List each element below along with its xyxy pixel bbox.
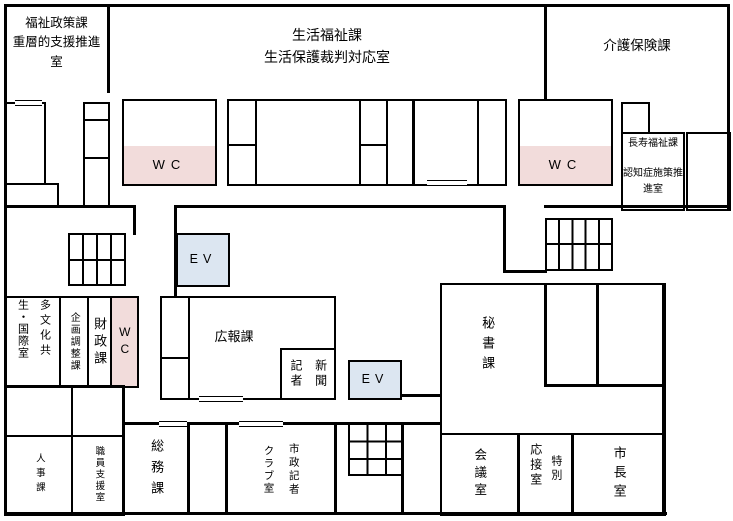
staircase-bottom xyxy=(348,423,404,476)
room-choju-fukushi xyxy=(621,132,685,211)
room-fukushi-seisaku-label: 福祉政策課 重層的支援推進室 xyxy=(12,16,101,69)
wall xyxy=(544,285,547,386)
wall xyxy=(477,101,479,184)
room-seikatsu-fukushi-label: 生活福祉課 生活保護裁判対応室 xyxy=(264,27,390,66)
wall xyxy=(334,425,337,515)
wall xyxy=(188,298,190,398)
small-room xyxy=(4,183,59,208)
wall xyxy=(225,425,228,515)
wall xyxy=(229,144,255,146)
room-kikaku-chosei: 企画調整課 xyxy=(68,312,80,372)
wall xyxy=(59,298,61,386)
room-hisho-label: 秘書課 xyxy=(480,316,496,376)
room-kaigi: 会議室 xyxy=(472,448,487,501)
wall xyxy=(361,144,386,146)
room-shisei-kisha-club: 市政記者 クラブ室 xyxy=(262,443,300,497)
wall xyxy=(85,119,108,121)
wall xyxy=(87,298,89,386)
wall xyxy=(544,384,664,387)
wall xyxy=(596,285,599,386)
elevator-lower: EV xyxy=(348,360,402,400)
wall xyxy=(544,7,547,99)
door xyxy=(159,421,187,427)
door xyxy=(427,180,467,186)
wc-label: WC xyxy=(548,156,583,172)
wall xyxy=(4,205,136,208)
staircase-right xyxy=(545,218,613,271)
room-shokuin-shien: 職員支援室 xyxy=(93,446,105,504)
wall xyxy=(122,385,125,515)
room-zaisei: 財政課 xyxy=(92,316,108,368)
wc-block-left xyxy=(122,99,217,186)
small-room xyxy=(83,102,110,208)
small-room xyxy=(686,132,731,211)
wc-room-vertical: WC xyxy=(112,298,137,386)
room-shimbun-kisha: 新聞 記者 xyxy=(280,348,336,400)
compartment-band xyxy=(227,99,507,186)
ev-label: EV xyxy=(361,372,389,387)
wall xyxy=(386,101,388,184)
wall xyxy=(503,270,547,273)
wall xyxy=(110,298,112,386)
wall xyxy=(662,283,665,515)
wall xyxy=(162,357,188,359)
wall xyxy=(4,4,730,7)
wall xyxy=(107,7,110,93)
wall xyxy=(503,208,506,273)
staircase-left xyxy=(68,233,126,286)
room-somu: 総務課 xyxy=(149,438,165,502)
wall xyxy=(400,394,442,397)
small-room xyxy=(621,102,650,134)
small-room xyxy=(4,102,46,185)
wall xyxy=(6,435,71,437)
door xyxy=(239,421,283,427)
wc-room-left: WC xyxy=(124,146,215,184)
door xyxy=(199,396,243,402)
wc-label: WC xyxy=(152,156,187,172)
wall xyxy=(85,157,108,159)
ev-label: EV xyxy=(189,252,217,267)
wall xyxy=(255,101,257,184)
wall xyxy=(544,205,730,208)
wall xyxy=(73,435,123,437)
wall xyxy=(571,435,574,514)
wall xyxy=(187,425,190,515)
wall xyxy=(174,205,506,208)
room-kaigo-hoken-label: 介護保険課 xyxy=(603,37,671,53)
elevator-upper: EV xyxy=(176,233,230,287)
mayor-block xyxy=(440,433,666,516)
room-choju-label: 長寿福祉課 認知症施策推進室 xyxy=(623,138,683,195)
wc-room-right: WC xyxy=(520,146,611,184)
wall xyxy=(4,4,7,516)
wall xyxy=(133,205,136,235)
wall xyxy=(412,101,415,184)
wall xyxy=(174,208,177,298)
room-shicho: 市長室 xyxy=(611,446,627,503)
wall xyxy=(727,4,730,210)
wall xyxy=(359,101,361,184)
room-tabunka: 多文化共 生・国際室 xyxy=(16,299,51,359)
room-tokubetsu-osetsu: 特別 応接室 xyxy=(528,443,562,488)
wc-block-right xyxy=(518,99,613,186)
wall xyxy=(517,435,520,514)
room-koho-label: 広報課 xyxy=(214,328,254,344)
room-jinji: 人事課 xyxy=(33,453,45,497)
door xyxy=(15,100,42,106)
